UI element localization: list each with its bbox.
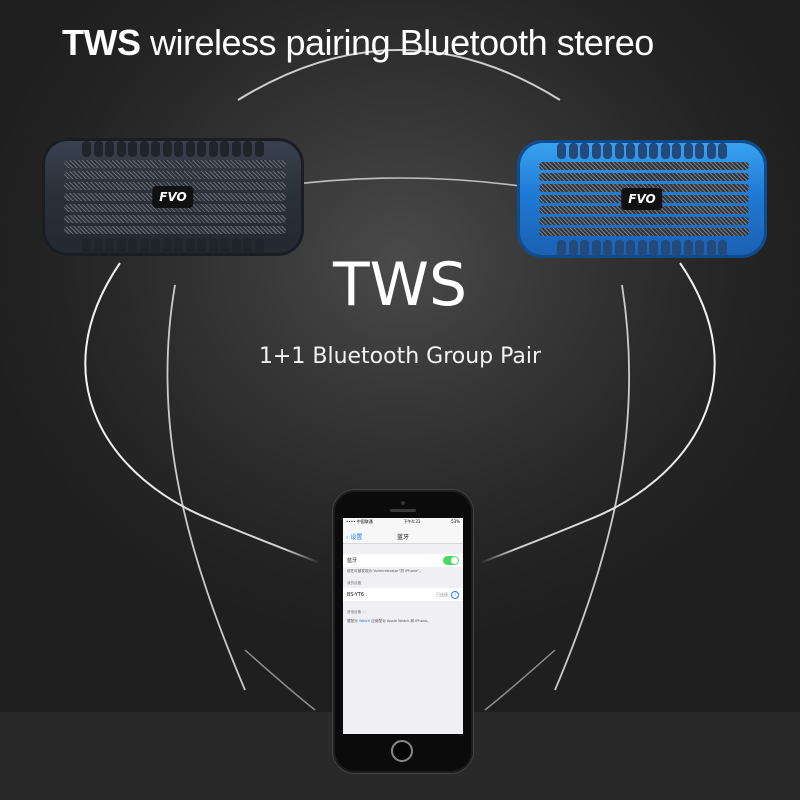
info-icon[interactable]: i (451, 590, 459, 599)
back-label: 设置 (350, 533, 363, 541)
speaker-right: FVO (517, 140, 767, 258)
back-button[interactable]: ‹ 设置 (346, 533, 363, 541)
discoverable-caption: 现在可被发现为“Administrator”的 iPhone”。 (347, 569, 423, 573)
brand-logo: FVO (621, 188, 663, 210)
speaker-bottom-ribs (557, 240, 727, 256)
headline-bold: TWS (62, 22, 141, 63)
smartphone: •••• 中国联通 下午4:31 53% ‹ 设置 蓝牙 蓝牙 现在可被发现为“… (333, 490, 473, 773)
center-title: TWS (332, 250, 468, 320)
nav-bar: ‹ 设置 蓝牙 (343, 529, 463, 544)
watch-caption-suffix: 应用配对 Apple Watch 和 iPhone。 (371, 619, 431, 623)
bluetooth-row: 蓝牙 (343, 554, 463, 567)
speaker-top-ribs (557, 143, 727, 159)
earpiece (390, 509, 416, 512)
other-devices-text: 其他设备 (347, 610, 362, 614)
my-devices-label: 我的设备 (347, 581, 362, 585)
device-status: 已连接 (436, 591, 448, 597)
clock: 下午4:31 (403, 519, 421, 524)
headline-rest: wireless pairing Bluetooth stereo (140, 22, 654, 63)
nav-title: 蓝牙 (396, 533, 409, 541)
brand-logo: FVO (152, 186, 194, 208)
device-row[interactable]: BS-YT6 已连接 i (343, 588, 463, 601)
bluetooth-label: 蓝牙 (347, 558, 358, 564)
watch-link[interactable]: Watch (358, 619, 371, 623)
front-camera (401, 501, 405, 505)
carrier: •••• 中国联通 (346, 519, 373, 524)
speaker-left: FVO (42, 138, 304, 256)
speaker-bottom-ribs (82, 238, 264, 254)
device-name: BS-YT6 (347, 591, 365, 598)
home-button[interactable] (391, 740, 413, 762)
watch-caption-prefix: 要配对 (347, 619, 358, 623)
speaker-top-ribs (82, 141, 264, 157)
loading-spinner-icon: ◌ (362, 610, 366, 614)
center-subtitle: 1+1 Bluetooth Group Pair (258, 344, 542, 369)
bluetooth-toggle[interactable] (443, 556, 459, 565)
watch-caption: 要配对 Watch 应用配对 Apple Watch 和 iPhone。 (343, 617, 463, 626)
other-devices-label: 其他设备 ◌ (343, 601, 463, 617)
phone-screen: •••• 中国联通 下午4:31 53% ‹ 设置 蓝牙 蓝牙 现在可被发现为“… (343, 518, 463, 734)
status-bar: •••• 中国联通 下午4:31 53% (343, 518, 463, 529)
battery: 53% (451, 519, 460, 524)
headline: TWS wireless pairing Bluetooth stereo (62, 22, 654, 64)
